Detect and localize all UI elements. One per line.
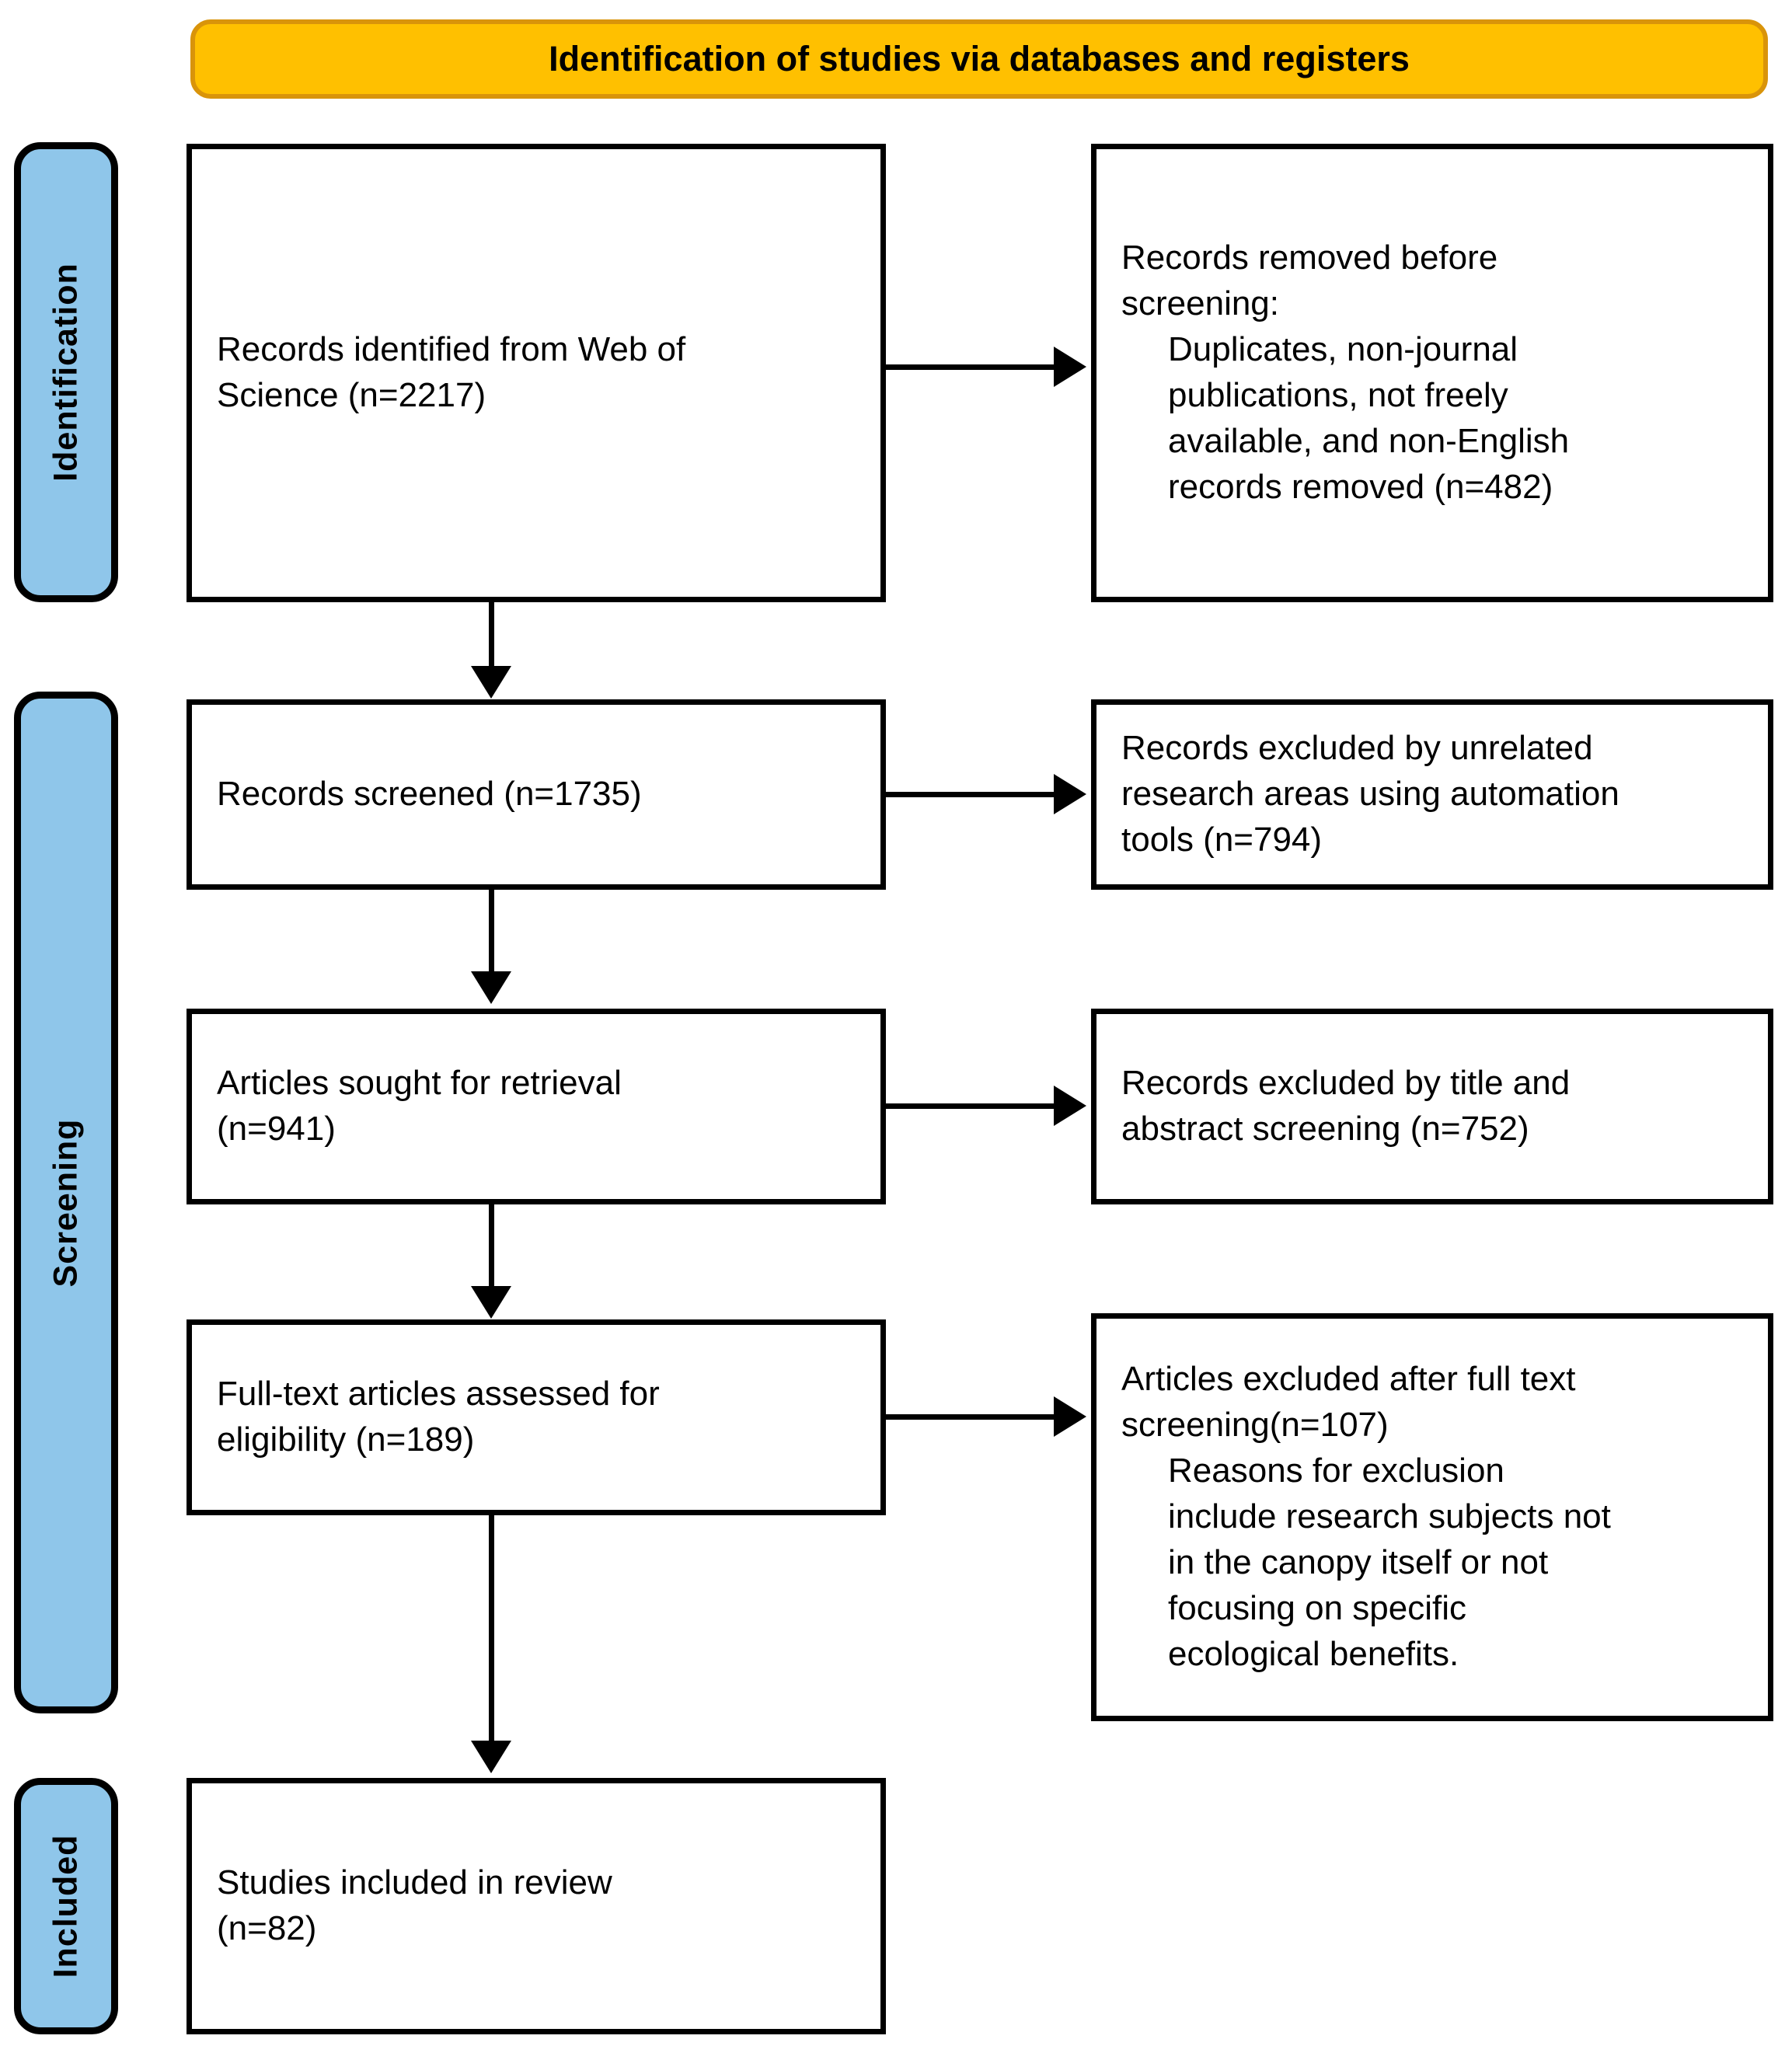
line: records removed (n=482)	[1168, 467, 1553, 506]
box-full-text-assessed-text: Full-text articles assessed for eligibili…	[192, 1372, 675, 1463]
box-records-excluded-automation-text: Records excluded by unrelated research ar…	[1096, 726, 1635, 863]
line: include research subjects not	[1168, 1497, 1611, 1536]
line: Reasons for exclusion	[1168, 1452, 1504, 1490]
box-records-removed-text: Records removed before screening: Duplicat…	[1096, 235, 1585, 511]
arrowhead-identified-to-removed	[1054, 347, 1086, 387]
arrowhead-sought-to-fulltext	[471, 1286, 511, 1319]
box-articles-sought-text: Articles sought for retrieval (n=941)	[192, 1061, 637, 1152]
box-articles-excluded-full-text-text: Articles excluded after full text screeni…	[1096, 1357, 1626, 1678]
line: Records screened (n=1735)	[217, 775, 642, 814]
box-records-screened-text: Records screened (n=1735)	[192, 772, 657, 817]
line: Studies included in review	[217, 1863, 612, 1902]
line: ecological benefits.	[1168, 1634, 1459, 1673]
line: focusing on specific	[1168, 1588, 1466, 1627]
connector-fulltext-to-included	[489, 1515, 494, 1741]
box-records-excluded-title-abstract-text: Records excluded by title and abstract sc…	[1096, 1061, 1585, 1152]
connector-sought-to-excluded-title	[886, 1103, 1054, 1109]
line: Records excluded by unrelated	[1121, 729, 1593, 768]
line: abstract screening (n=752)	[1121, 1110, 1529, 1148]
line: publications, not freely	[1168, 376, 1508, 414]
arrowhead-fulltext-to-excluded-fulltext	[1054, 1396, 1086, 1437]
connector-identified-to-screened	[489, 602, 494, 666]
connector-screened-to-excluded	[886, 792, 1054, 797]
box-studies-included-in-review: Studies included in review (n=82)	[187, 1778, 886, 2034]
line: screening:	[1121, 284, 1280, 323]
line: Records excluded by title and	[1121, 1064, 1571, 1103]
box-articles-sought-for-retrieval: Articles sought for retrieval (n=941)	[187, 1009, 886, 1204]
diagram-header-banner: Identification of studies via databases …	[190, 19, 1768, 99]
arrowhead-screened-to-excluded	[1054, 774, 1086, 814]
connector-sought-to-fulltext	[489, 1204, 494, 1286]
connector-screened-to-sought	[489, 890, 494, 971]
stage-label-identification: Identification	[47, 263, 85, 482]
connector-identified-to-removed	[886, 364, 1054, 370]
line: in the canopy itself or not	[1168, 1542, 1549, 1581]
box-full-text-articles-assessed: Full-text articles assessed for eligibili…	[187, 1319, 886, 1515]
arrowhead-fulltext-to-included	[471, 1741, 511, 1773]
line: eligibility (n=189)	[217, 1420, 475, 1459]
line: research areas using automation	[1121, 775, 1619, 814]
arrowhead-identified-to-screened	[471, 666, 511, 699]
line: (n=82)	[217, 1909, 317, 1947]
arrowhead-sought-to-excluded-title	[1054, 1086, 1086, 1126]
line: Articles sought for retrieval	[217, 1064, 622, 1103]
stage-bar-identification: Identification	[14, 142, 118, 602]
arrowhead-screened-to-sought	[471, 971, 511, 1004]
stage-label-screening: Screening	[47, 1118, 85, 1287]
box-records-screened: Records screened (n=1735)	[187, 699, 886, 890]
line: Science (n=2217)	[217, 376, 486, 414]
box-records-excluded-title-abstract: Records excluded by title and abstract sc…	[1091, 1009, 1773, 1204]
box-records-excluded-automation: Records excluded by unrelated research ar…	[1091, 699, 1773, 890]
stage-bar-screening: Screening	[14, 692, 118, 1713]
box-records-identified-text: Records identified from Web of Science (n…	[192, 327, 701, 419]
box-records-identified: Records identified from Web of Science (n…	[187, 144, 886, 602]
line: screening(n=107)	[1121, 1406, 1389, 1445]
stage-bar-included: Included	[14, 1778, 118, 2034]
box-records-removed-before-screening: Records removed before screening: Duplicat…	[1091, 144, 1773, 602]
box-articles-excluded-after-full-text: Articles excluded after full text screeni…	[1091, 1313, 1773, 1721]
line: Articles excluded after full text	[1121, 1360, 1576, 1399]
line: tools (n=794)	[1121, 820, 1323, 859]
box-studies-included-text: Studies included in review (n=82)	[192, 1860, 628, 1952]
line: Duplicates, non-journal	[1168, 330, 1518, 369]
diagram-title: Identification of studies via databases …	[549, 39, 1410, 79]
line: (n=941)	[217, 1110, 336, 1148]
connector-fulltext-to-excluded-fulltext	[886, 1414, 1054, 1420]
stage-label-included: Included	[47, 1834, 85, 1978]
line: available, and non-English	[1168, 421, 1570, 460]
line: Records removed before	[1121, 239, 1498, 277]
line: Full-text articles assessed for	[217, 1375, 660, 1413]
line: Records identified from Web of	[217, 330, 686, 369]
